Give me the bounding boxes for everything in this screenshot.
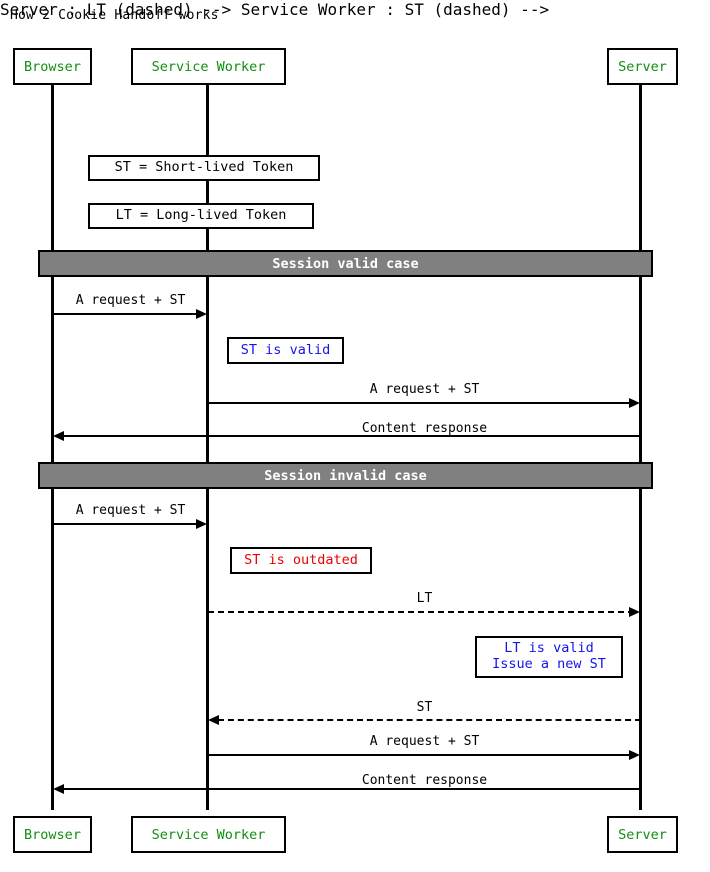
diagram-title: How 2 Cookie Handoff works (10, 8, 219, 23)
message-label-msg-7: A request + ST (369, 734, 480, 749)
message-label-msg-3: Content response (361, 421, 488, 436)
message-line-msg-6 (218, 719, 641, 721)
message-line-msg-2 (208, 402, 636, 404)
message-label-msg-1: A request + ST (75, 293, 186, 308)
message-line-msg-3 (63, 435, 641, 437)
message-label-msg-5: LT (416, 591, 433, 606)
note-line: ST is valid (240, 341, 331, 358)
participant-label: Browser (24, 826, 81, 843)
message-line-msg-4 (53, 523, 203, 525)
participant-service-worker-top[interactable]: Service Worker (131, 48, 286, 85)
lifeline-server (639, 85, 642, 810)
arrowhead-msg-3 (53, 431, 64, 441)
message-label-msg-4: A request + ST (75, 503, 186, 518)
message-label-msg-8: Content response (361, 773, 488, 788)
section-bar-label: Session valid case (272, 255, 419, 272)
message-line-msg-5 (208, 611, 634, 613)
lifeline-service-worker (206, 85, 209, 810)
note-lt-definition: LT = Long-lived Token (88, 203, 314, 229)
message-line-msg-8 (63, 788, 641, 790)
participant-label: Service Worker (151, 58, 266, 75)
arrowhead-msg-1 (196, 309, 207, 319)
lifeline-browser (51, 85, 54, 810)
arrowhead-msg-2 (629, 398, 640, 408)
participant-server-bottom[interactable]: Server (607, 816, 678, 853)
note-line: Issue a new ST (492, 656, 606, 672)
message-label-msg-6: ST (416, 700, 433, 715)
arrowhead-msg-6 (208, 715, 219, 725)
section-bar-session-invalid: Session invalid case (38, 462, 653, 489)
note-line: ST = Short-lived Token (114, 159, 294, 176)
section-bar-label: Session invalid case (264, 467, 427, 484)
note-line: ST is outdated (244, 551, 358, 568)
section-bar-session-valid: Session valid case (38, 250, 653, 277)
participant-label: Server (618, 58, 667, 75)
note-line: LT is valid (504, 640, 594, 657)
participant-browser-bottom[interactable]: Browser (13, 816, 92, 853)
message-label-msg-2: A request + ST (369, 382, 480, 397)
note-st-is-valid: ST is valid (227, 337, 344, 364)
note-st-is-outdated: ST is outdated (230, 547, 372, 574)
participant-label: Server (618, 826, 667, 843)
participant-service-worker-bottom[interactable]: Service Worker (131, 816, 286, 853)
note-lt-is-valid: LT is valid Issue a new ST (475, 636, 623, 678)
participant-server-top[interactable]: Server (607, 48, 678, 85)
note-st-definition: ST = Short-lived Token (88, 155, 320, 181)
arrowhead-msg-5 (629, 607, 640, 617)
participant-label: Service Worker (151, 826, 266, 843)
arrowhead-msg-7 (629, 750, 640, 760)
message-line-msg-1 (53, 313, 203, 315)
arrowhead-msg-8 (53, 784, 64, 794)
note-line: LT = Long-lived Token (115, 207, 287, 224)
participant-browser-top[interactable]: Browser (13, 48, 92, 85)
arrowhead-msg-4 (196, 519, 207, 529)
message-line-msg-7 (208, 754, 636, 756)
participant-label: Browser (24, 58, 81, 75)
